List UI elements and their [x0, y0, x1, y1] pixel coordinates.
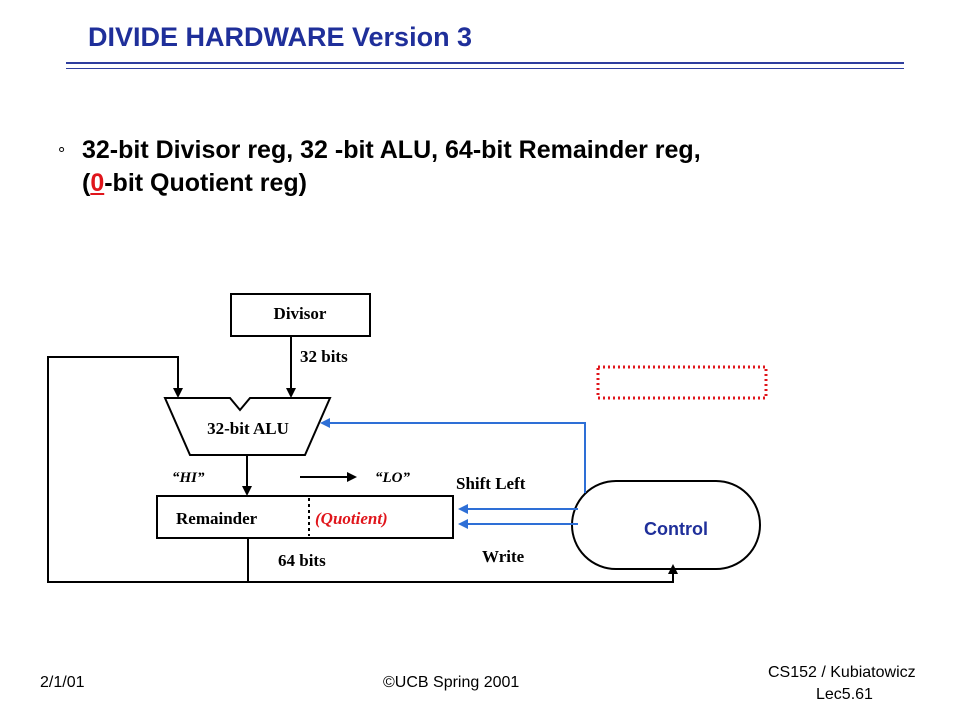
write-label: Write: [482, 547, 525, 566]
divisor-width-label: 32 bits: [300, 347, 348, 366]
highlighted-zero: 0: [90, 169, 105, 197]
divisor-register: [230, 293, 371, 337]
shift-left-label: Shift Left: [456, 474, 526, 493]
quotient-label: (Quotient): [315, 509, 388, 528]
alu-shape: [163, 397, 332, 456]
remainder-to-control-wire: [248, 564, 678, 583]
remainder-register: [156, 495, 454, 539]
highlight-box: [596, 365, 768, 400]
divisor-label: Divisor: [274, 304, 327, 323]
remainder-width-label: 64 bits: [278, 551, 326, 570]
feedback-wire: [47, 356, 249, 583]
bullet-open-paren: (: [82, 169, 91, 197]
footer-course: CS152 / Kubiatowicz: [768, 664, 916, 681]
bullet-text-line2-rest: -bit Quotient reg): [104, 169, 307, 197]
alu-label: 32-bit ALU: [207, 419, 289, 438]
control-label: Control: [644, 519, 708, 539]
bullet-marker: °: [58, 144, 66, 164]
footer-lecture: Lec5.61: [816, 686, 873, 703]
bullet-text-line1: 32-bit Divisor reg, 32 -bit ALU, 64-bit …: [82, 136, 701, 164]
lo-label: “LO”: [375, 470, 410, 486]
footer-date: 2/1/01: [40, 674, 85, 691]
control-to-alu-signal: [320, 418, 586, 493]
hi-label: “HI”: [172, 470, 205, 486]
footer-copyright: ©UCB Spring 2001: [383, 674, 520, 691]
title-underline: [66, 62, 904, 69]
slide-title: DIVIDE HARDWARE Version 3: [88, 22, 473, 52]
bullet-text-line2: (0-bit Quotient reg): [82, 167, 307, 200]
remainder-label: Remainder: [176, 509, 258, 528]
